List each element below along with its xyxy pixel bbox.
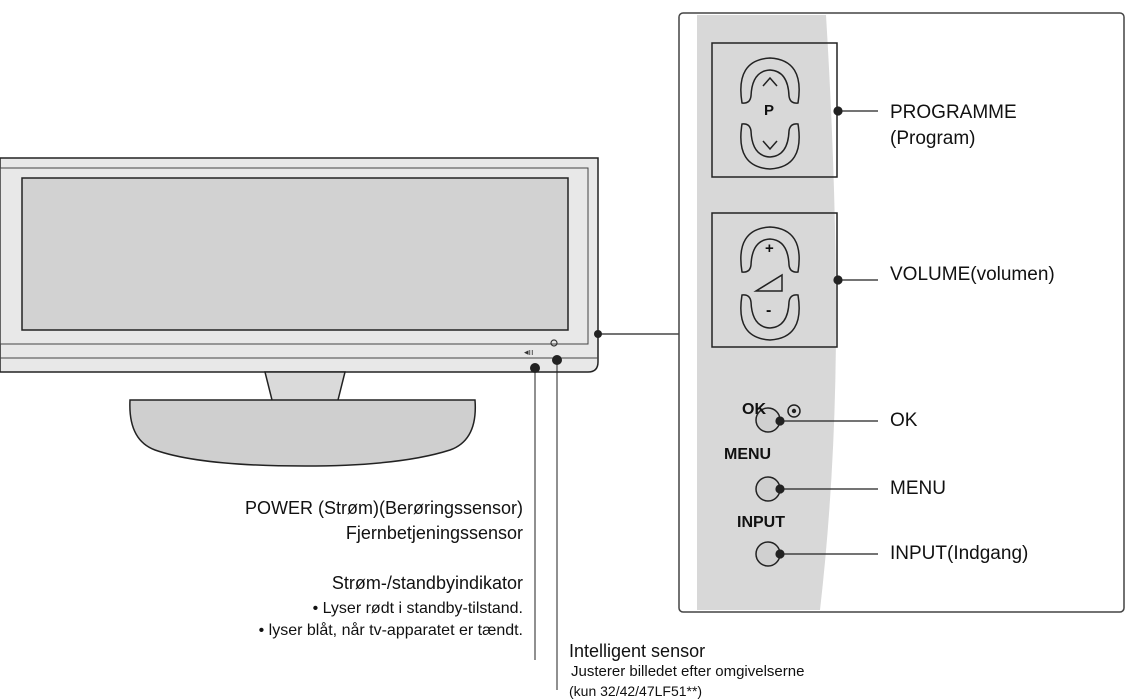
stand-base <box>129 399 477 467</box>
standby-bullet-blue: • lyser blåt, når tv-apparatet er tændt. <box>258 622 523 639</box>
ok-label: OK <box>890 410 918 431</box>
tv-screen <box>21 177 569 331</box>
control-panel-strip <box>697 15 836 610</box>
volume-plus-symbol: + <box>765 240 774 257</box>
programme-up-button[interactable] <box>740 57 800 104</box>
intelligent-sensor-title: Intelligent sensor <box>569 641 706 661</box>
speaker-glyph: ◂ıı <box>524 348 534 358</box>
programme-down-button[interactable] <box>740 123 800 170</box>
volume-minus-symbol: - <box>766 302 772 319</box>
intelligent-sensor-models: (kun 32/42/47LF51**) <box>569 683 703 699</box>
standby-bullet-red: • Lyser rødt i standby-tilstand. <box>312 600 523 617</box>
panel-leaders <box>775 106 878 559</box>
programme-symbol: P <box>764 102 775 119</box>
volume-down-button[interactable] <box>740 294 800 341</box>
volume-leader-dot <box>833 275 843 285</box>
input-button-text: INPUT <box>737 514 785 531</box>
programme-down-chevron-icon <box>762 140 778 151</box>
programme-label: PROGRAMME <box>890 102 1017 123</box>
tv-inner-bezel <box>0 167 589 345</box>
volume-up-button[interactable] <box>740 226 800 273</box>
programme-leader-dot <box>833 106 843 116</box>
remote-sensor-label: Fjernbetjeningssensor <box>345 523 523 543</box>
programme-sublabel: (Program) <box>890 128 976 149</box>
programme-up-chevron-icon <box>762 76 778 87</box>
ok-leader-dot <box>775 416 785 426</box>
indicator-led <box>550 339 558 347</box>
ok-target-icon <box>787 404 801 418</box>
menu-label: MENU <box>890 478 946 499</box>
power-label: POWER (Strøm)(Berøringssensor) <box>244 498 523 518</box>
input-label: INPUT(Indgang) <box>890 543 1029 564</box>
volume-label: VOLUME(volumen) <box>890 264 1055 285</box>
menu-leader-dot <box>775 484 785 494</box>
volume-triangle-icon <box>753 273 783 292</box>
tv-stand <box>129 371 477 467</box>
intelligent-sensor-desc: Justerer billedet efter omgivelserne <box>571 663 805 680</box>
menu-button-text: MENU <box>724 446 772 463</box>
standby-indicator-title: Strøm-/standbyindikator <box>331 573 523 593</box>
input-leader-dot <box>775 549 785 559</box>
ok-button-text: OK <box>742 401 766 418</box>
ok-target-dot <box>791 408 797 414</box>
tv-body: ◂ıı <box>0 157 710 373</box>
